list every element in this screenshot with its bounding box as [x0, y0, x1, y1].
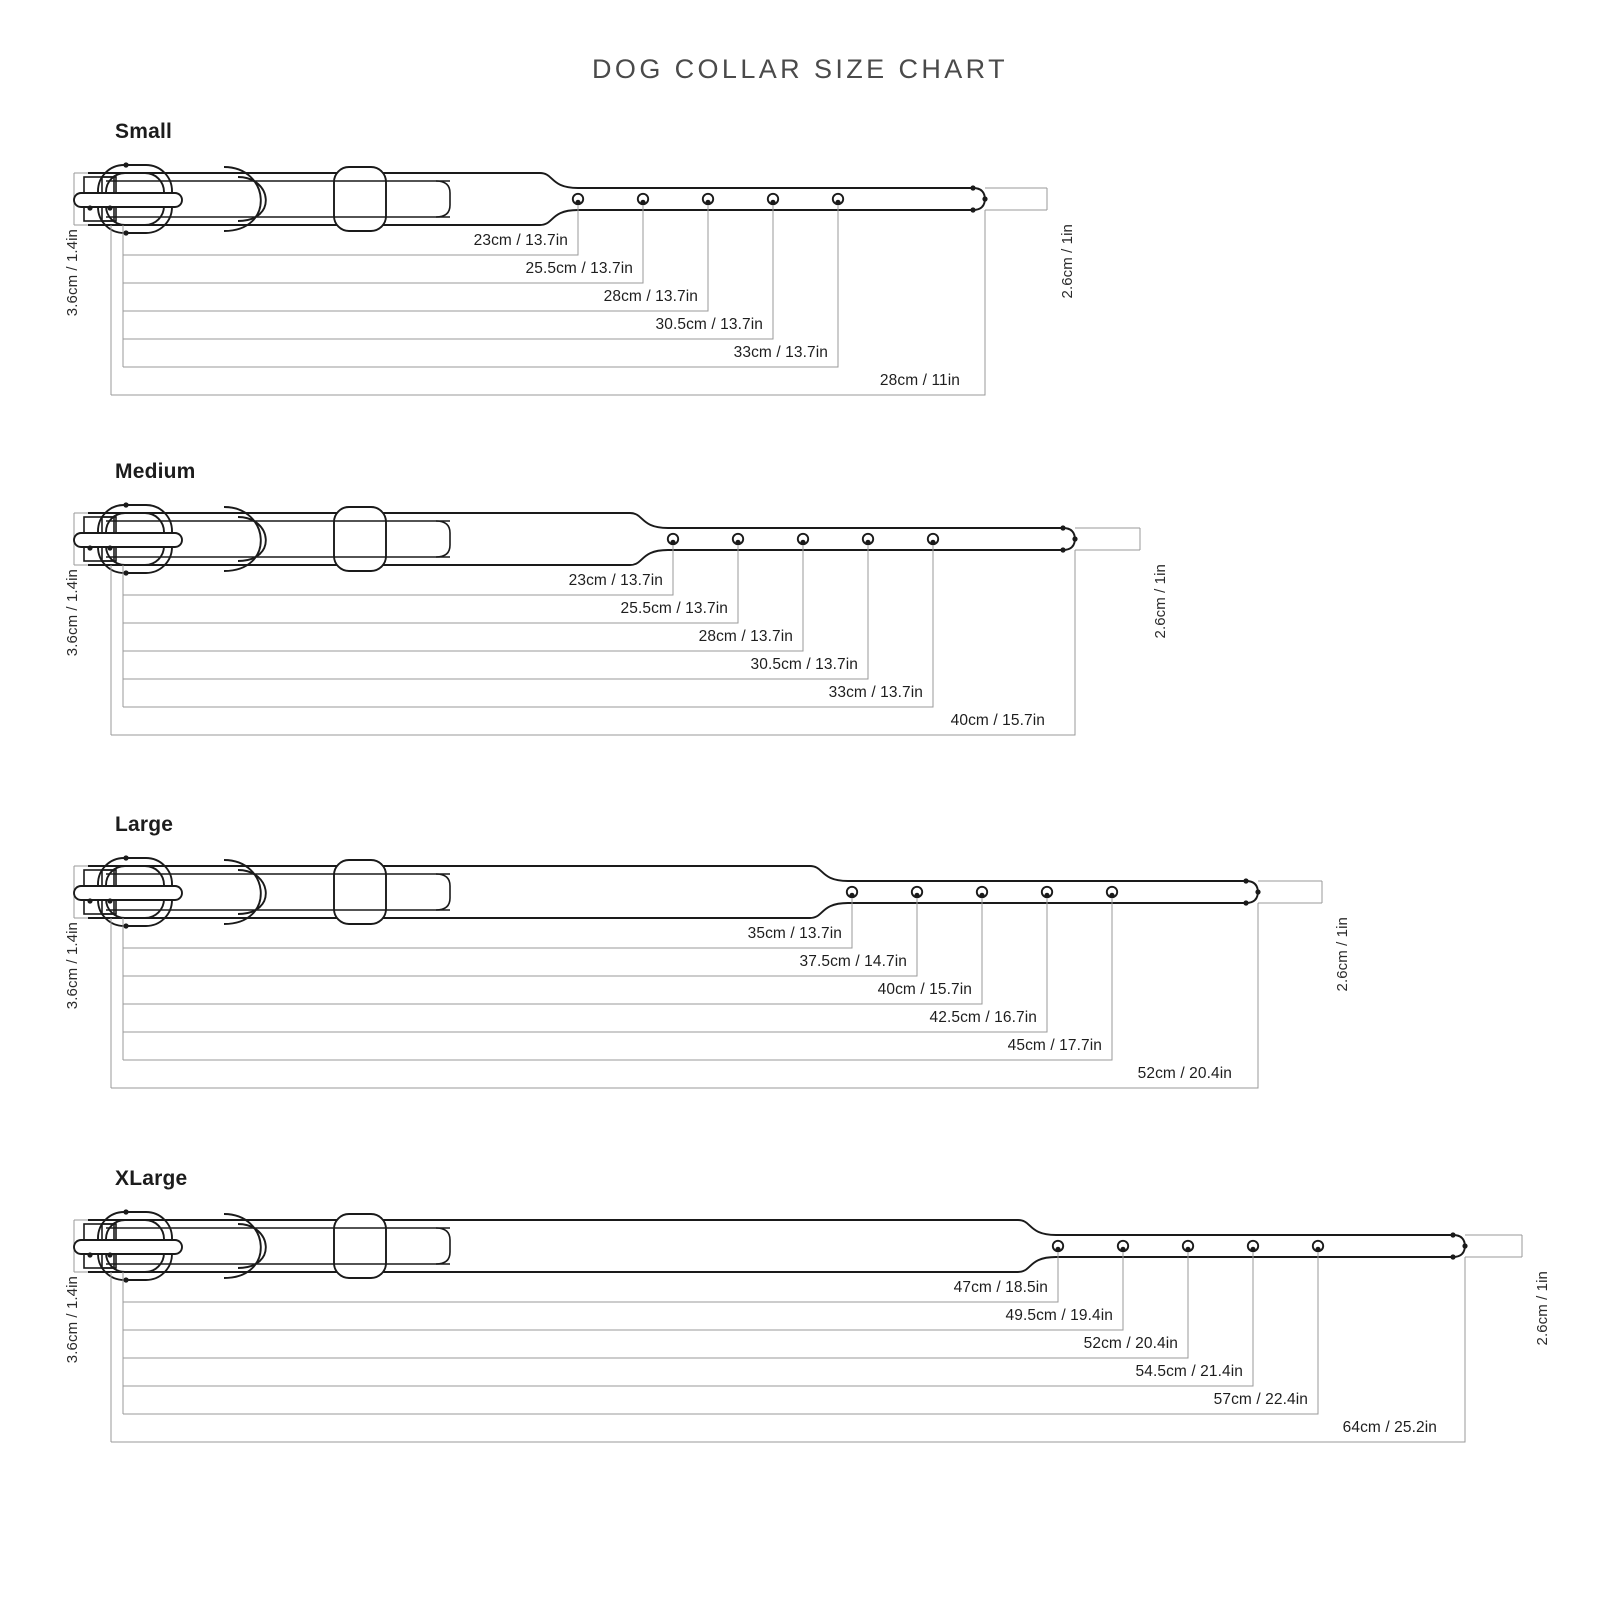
d-ring	[223, 1213, 267, 1279]
dimension-label: 33cm / 13.7in	[828, 684, 923, 701]
section-label-medium: Medium	[115, 460, 196, 483]
buckle	[73, 855, 183, 929]
section-label-large: Large	[115, 813, 174, 836]
dimension-label: 42.5cm / 16.7in	[929, 1009, 1037, 1026]
dimension-label: 23cm / 13.7in	[473, 232, 568, 249]
dimension-label: 28cm / 13.7in	[698, 628, 793, 645]
section-label-small: Small	[115, 120, 173, 143]
total-length-label: 28cm / 11in	[879, 372, 960, 389]
dimension-label: 33cm / 13.7in	[733, 344, 828, 361]
total-length-label: 64cm / 25.2in	[1342, 1419, 1437, 1436]
dimension-label: 25.5cm / 13.7in	[620, 600, 728, 617]
dimension-label: 57cm / 22.4in	[1213, 1391, 1308, 1408]
height-label-right: 2.6cm / 1in	[1334, 917, 1351, 992]
collar-diagram-small	[73, 162, 1048, 396]
dimension-label: 30.5cm / 13.7in	[655, 316, 763, 333]
height-label-left: 3.6cm / 1.4in	[64, 569, 81, 657]
total-length-label: 40cm / 15.7in	[950, 712, 1045, 729]
collar-diagram-medium	[73, 502, 1141, 736]
dimension-label: 25.5cm / 13.7in	[525, 260, 633, 277]
collar-diagram-large	[73, 855, 1323, 1089]
dimension-label: 30.5cm / 13.7in	[750, 656, 858, 673]
dimension-label: 49.5cm / 19.4in	[1005, 1307, 1113, 1324]
dimension-label: 23cm / 13.7in	[568, 572, 663, 589]
height-label-left: 3.6cm / 1.4in	[64, 922, 81, 1010]
dimension-label: 35cm / 13.7in	[747, 925, 842, 942]
height-label-right: 2.6cm / 1in	[1059, 224, 1076, 299]
dimension-label: 47cm / 18.5in	[953, 1279, 1048, 1296]
dimension-label: 40cm / 15.7in	[877, 981, 972, 998]
d-ring	[223, 166, 267, 232]
total-length-label: 52cm / 20.4in	[1137, 1065, 1232, 1082]
dimension-label: 45cm / 17.7in	[1007, 1037, 1102, 1054]
height-label-right: 2.6cm / 1in	[1152, 564, 1169, 639]
dimension-label: 37.5cm / 14.7in	[799, 953, 907, 970]
dimension-label: 54.5cm / 21.4in	[1135, 1363, 1243, 1380]
dimension-label: 52cm / 20.4in	[1083, 1335, 1178, 1352]
d-ring	[223, 506, 267, 572]
height-label-left: 3.6cm / 1.4in	[64, 229, 81, 317]
section-label-xlarge: XLarge	[115, 1167, 188, 1190]
dimension-label: 28cm / 13.7in	[603, 288, 698, 305]
buckle	[73, 502, 183, 576]
buckle	[73, 1209, 183, 1283]
buckle	[73, 162, 183, 236]
collar-diagram-xlarge	[73, 1209, 1523, 1443]
d-ring	[223, 859, 267, 925]
page-title: DOG COLLAR SIZE CHART	[592, 54, 1008, 84]
height-label-left: 3.6cm / 1.4in	[64, 1276, 81, 1364]
height-label-right: 2.6cm / 1in	[1534, 1271, 1551, 1346]
